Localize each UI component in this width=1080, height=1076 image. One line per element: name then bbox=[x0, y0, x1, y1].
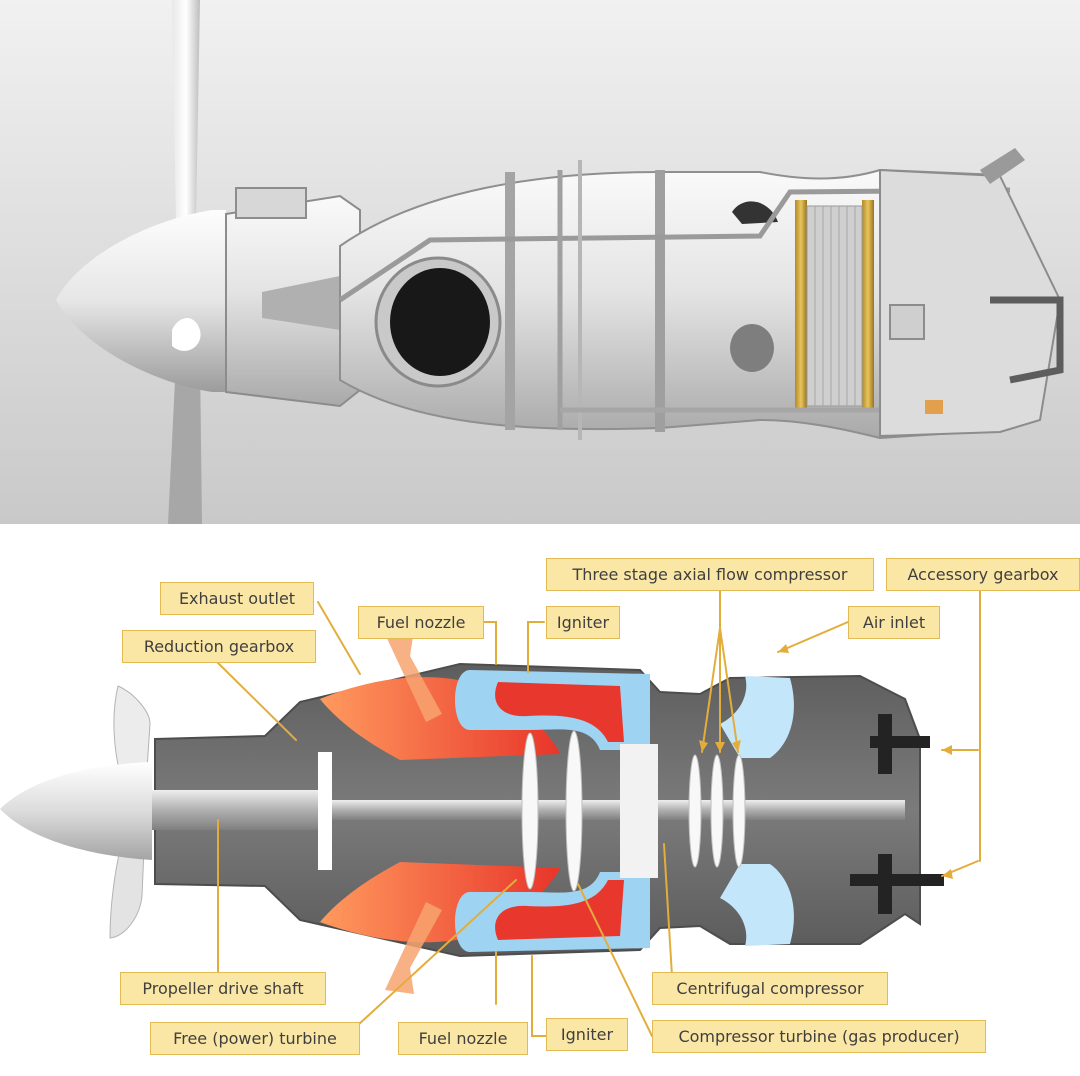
propeller-blade-top bbox=[172, 0, 200, 220]
label-compressor-turbine: Compressor turbine (gas producer) bbox=[652, 1020, 986, 1053]
label-three-stage-compressor: Three stage axial flow compressor bbox=[546, 558, 874, 591]
label-centrifugal-compressor: Centrifugal compressor bbox=[652, 972, 888, 1005]
label-propeller-drive-shaft: Propeller drive shaft bbox=[120, 972, 326, 1005]
axial-stage-3 bbox=[732, 754, 746, 868]
exhaust-flow-arrow-bottom bbox=[385, 902, 442, 994]
compressor-turbine-disk bbox=[565, 730, 583, 892]
label-accessory-gearbox: Accessory gearbox bbox=[886, 558, 1080, 591]
label-fuel-nozzle-bottom: Fuel nozzle bbox=[398, 1022, 528, 1055]
propeller-blade-bottom bbox=[168, 360, 202, 524]
label-fuel-nozzle-top: Fuel nozzle bbox=[358, 606, 484, 639]
label-reduction-gearbox: Reduction gearbox bbox=[122, 630, 316, 663]
label-free-power-turbine: Free (power) turbine bbox=[150, 1022, 360, 1055]
label-igniter-bottom: Igniter bbox=[546, 1018, 628, 1051]
accessory-gears bbox=[850, 714, 944, 914]
air-inlet-duct-top bbox=[720, 676, 794, 758]
axial-stage-1 bbox=[688, 754, 702, 868]
label-igniter-top: Igniter bbox=[546, 606, 620, 639]
free-turbine-disk bbox=[521, 732, 539, 890]
main-shaft bbox=[320, 800, 905, 820]
label-exhaust-outlet: Exhaust outlet bbox=[160, 582, 314, 615]
air-inlet-duct-bottom bbox=[720, 864, 794, 946]
propeller-drive-shaft-part bbox=[150, 790, 320, 830]
spinner bbox=[0, 762, 152, 860]
exhaust-flow-arrow-top bbox=[385, 630, 442, 722]
axial-stage-2 bbox=[710, 754, 724, 868]
label-air-inlet: Air inlet bbox=[848, 606, 940, 639]
engine-3d-render bbox=[0, 0, 1080, 524]
leader-lines bbox=[215, 589, 981, 1037]
